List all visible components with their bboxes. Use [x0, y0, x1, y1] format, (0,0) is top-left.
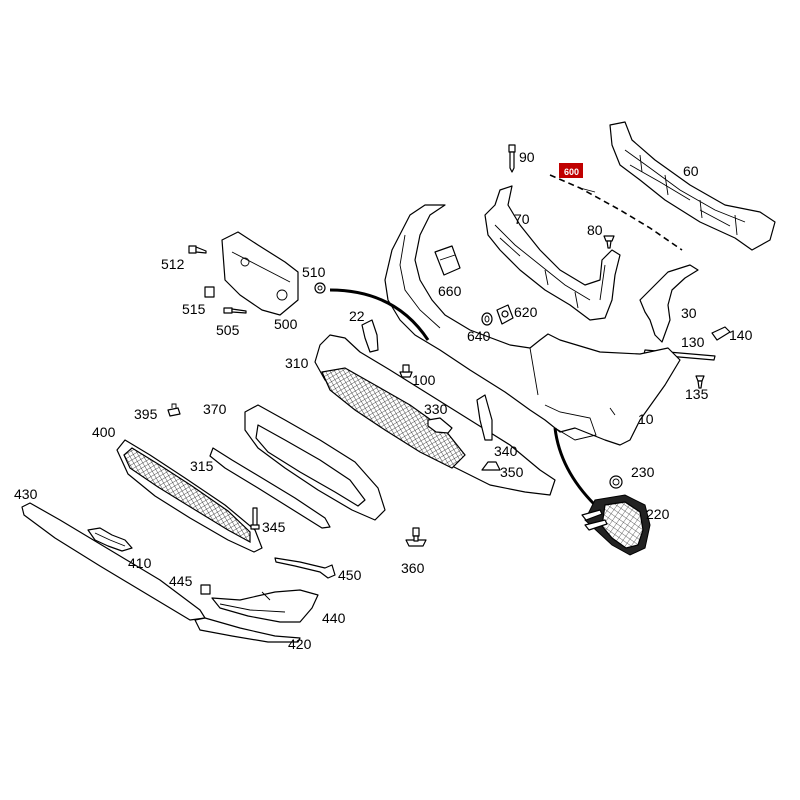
part-340-bracket [476, 394, 493, 441]
label-395: 395 [134, 406, 158, 422]
part-labels: 90 600 60 70 80 512 510 660 515 620 30 2… [14, 149, 753, 652]
part-450-side-trim [274, 557, 336, 579]
part-515-nut [204, 286, 215, 298]
part-600-highlight-badge [559, 163, 583, 178]
label-220: 220 [646, 506, 670, 522]
label-22: 22 [349, 308, 365, 324]
label-400: 400 [92, 424, 116, 440]
part-505-screw [223, 307, 247, 314]
label-440: 440 [322, 610, 346, 626]
label-500: 500 [274, 316, 298, 332]
part-345-bolt [250, 507, 260, 530]
part-330-emblem [427, 417, 453, 434]
label-60: 60 [683, 163, 699, 179]
label-315: 315 [190, 458, 214, 474]
part-430-lower-trim-strip [21, 502, 206, 621]
part-445-clip [200, 584, 211, 595]
part-420-spoiler-strip [194, 617, 301, 643]
part-350-clip [481, 461, 501, 471]
part-315-trim-strip [209, 447, 331, 529]
label-505: 505 [216, 322, 240, 338]
label-420: 420 [288, 636, 312, 652]
part-100-fastener [399, 364, 413, 378]
label-515: 515 [182, 301, 206, 317]
leader-curve-220 [553, 427, 597, 507]
part-80-clip [603, 235, 615, 249]
part-70-bumper-carrier [484, 185, 621, 321]
label-310: 310 [285, 355, 309, 371]
part-90-bolt [508, 144, 516, 173]
part-10-bumper-cover [384, 204, 681, 446]
label-512: 512 [161, 256, 185, 272]
label-30: 30 [681, 305, 697, 321]
part-360-screw [405, 527, 427, 547]
part-660-sensor-module [434, 245, 461, 276]
label-100: 100 [412, 372, 436, 388]
part-30-side-bracket [639, 264, 699, 343]
label-350: 350 [500, 464, 524, 480]
part-60-impact-absorber [609, 121, 776, 251]
label-70: 70 [514, 211, 530, 227]
label-10: 10 [638, 411, 654, 427]
label-445: 445 [169, 573, 193, 589]
label-620: 620 [514, 304, 538, 320]
part-640-sensor-holder [481, 312, 493, 326]
label-450: 450 [338, 567, 362, 583]
part-140-trim-clip [711, 326, 731, 341]
part-310-lower-bumper [314, 334, 556, 496]
label-330: 330 [424, 401, 448, 417]
label-130: 130 [681, 334, 705, 350]
part-620-parking-sensor [496, 304, 514, 325]
label-140: 140 [729, 327, 753, 343]
label-90: 90 [519, 149, 535, 165]
label-600: 600 [564, 167, 579, 177]
label-370: 370 [203, 401, 227, 417]
part-220-side-grille [581, 494, 651, 556]
label-230: 230 [631, 464, 655, 480]
label-135: 135 [685, 386, 709, 402]
part-600-wiring-harness [549, 163, 683, 251]
label-360: 360 [401, 560, 425, 576]
label-345: 345 [262, 519, 286, 535]
part-230-sensor [609, 475, 623, 489]
label-640: 640 [467, 328, 491, 344]
label-510: 510 [302, 264, 326, 280]
part-510-expander-clip [314, 282, 326, 294]
part-512-bolt [188, 245, 207, 254]
part-22-bracket [361, 319, 379, 353]
part-400-lower-mesh-grille [116, 439, 263, 553]
part-410-chrome-ornament [87, 527, 133, 552]
label-410: 410 [128, 555, 152, 571]
part-370-grille-frame [244, 404, 386, 521]
label-660: 660 [438, 283, 462, 299]
part-440-lower-trim [211, 589, 319, 623]
label-80: 80 [587, 222, 603, 238]
part-500-license-plate-bracket [221, 231, 299, 316]
label-430: 430 [14, 486, 38, 502]
part-395-clip [167, 403, 181, 417]
leader-curve-510 [329, 288, 430, 341]
label-340: 340 [494, 443, 518, 459]
part-135-screw [695, 375, 705, 389]
